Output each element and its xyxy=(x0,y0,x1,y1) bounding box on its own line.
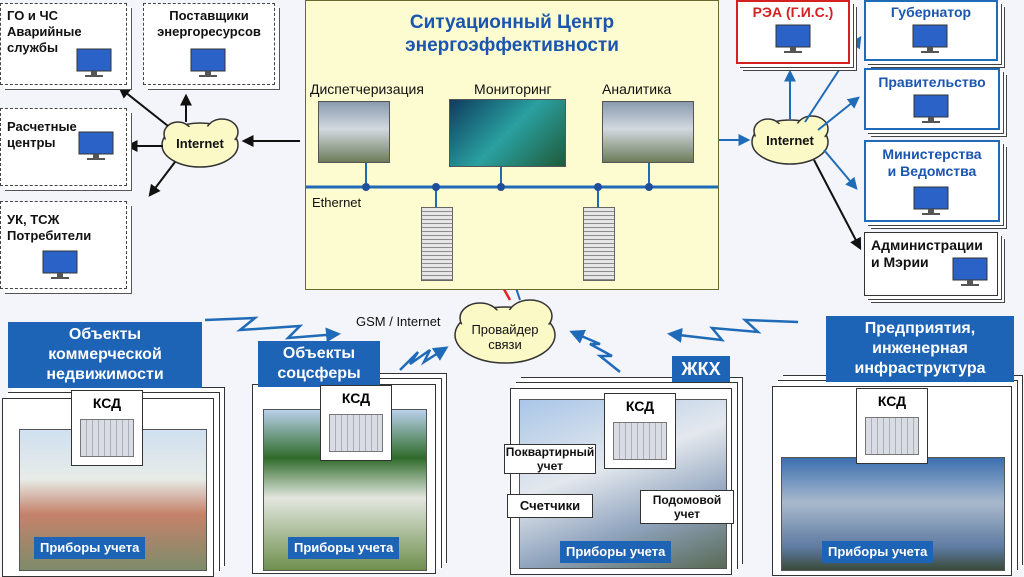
meters-badge: Приборы учета xyxy=(822,541,934,563)
uk-label-1: УК, ТСЖ xyxy=(7,212,60,227)
controller-icon xyxy=(865,417,919,455)
ministries-box: Министерства и Ведомства xyxy=(864,140,1000,222)
ksd-label: КСД xyxy=(92,395,122,411)
provider-label-1: Провайдер xyxy=(471,322,539,337)
enterprise-title-1: Предприятия, xyxy=(864,320,976,337)
monitoring-screen xyxy=(449,99,566,167)
provider-cloud xyxy=(454,299,556,364)
ministries-label-1: Министерства xyxy=(882,146,982,162)
emergency-label-2: службы xyxy=(7,40,59,55)
billing-label-1: Расчетные xyxy=(7,119,77,134)
internet-left-label: Internet xyxy=(176,136,224,151)
label-analytics: Аналитика xyxy=(602,81,672,97)
housing-title: ЖКХ xyxy=(672,356,730,382)
social-title-1: Объекты xyxy=(282,345,356,362)
meters-badge: Приборы учета xyxy=(560,541,672,563)
ksd-device: КСД xyxy=(71,390,143,466)
apartment-label-2: учет xyxy=(536,459,564,473)
ethernet-label: Ethernet xyxy=(312,195,362,210)
dispatch-photo xyxy=(318,101,390,163)
enterprise-title-2: инженерная xyxy=(872,340,968,357)
billing-box: Расчетные центры xyxy=(0,108,127,186)
label-monitoring: Мониторинг xyxy=(474,81,552,97)
gsm-label: GSM / Internet xyxy=(356,314,441,329)
monitor-icon xyxy=(190,48,226,77)
suppliers-label-2: энергоресурсов xyxy=(157,24,261,39)
enterprise-title: Предприятия, инженерная инфраструктура xyxy=(826,316,1014,382)
meters-badge: Приборы учета xyxy=(34,537,146,559)
apartment-label-1: Поквартирный xyxy=(505,445,595,459)
monitor-icon xyxy=(913,94,949,123)
left-cloud-arrows xyxy=(118,86,300,197)
admin-box: Администрации и Мэрии xyxy=(864,232,998,296)
monitor-icon xyxy=(78,131,114,160)
monitor-icon xyxy=(913,186,949,215)
ksd-device: КСД xyxy=(320,385,392,461)
billing-label-2: центры xyxy=(7,135,56,150)
suppliers-label-1: Поставщики xyxy=(169,8,249,23)
internet-right-label: Internet xyxy=(766,133,814,148)
uk-label-2: Потребители xyxy=(7,228,92,243)
gochs-label: ГО и ЧС xyxy=(7,8,59,23)
governor-label: Губернатор xyxy=(890,4,972,20)
ethernet-bus xyxy=(306,163,718,207)
admin-label-1: Администрации xyxy=(871,237,983,253)
internet-cloud-left xyxy=(161,118,239,168)
emergency-label-1: Аварийные xyxy=(7,24,82,39)
ksd-label: КСД xyxy=(341,390,371,406)
government-label: Правительство xyxy=(878,74,986,90)
ksd-label: КСД xyxy=(625,398,655,414)
rea-label: РЭА (Г.И.С.) xyxy=(752,4,834,20)
ministries-label-2: и Ведомства xyxy=(887,163,977,179)
social-title: Объекты соцсферы xyxy=(258,341,380,387)
commercial-title-3: недвижимости xyxy=(46,366,164,383)
government-box: Правительство xyxy=(864,68,1000,130)
monitor-icon xyxy=(42,250,78,279)
right-cloud-arrows xyxy=(718,35,862,190)
enterprise-title-3: инфраструктура xyxy=(854,360,986,377)
governor-box: Губернатор xyxy=(864,0,998,61)
wireless-links xyxy=(204,316,799,373)
monitor-icon xyxy=(775,24,811,53)
suppliers-box: Поставщики энергоресурсов xyxy=(143,3,275,85)
provider-label: Провайдер связи xyxy=(460,322,550,352)
center-title-2: энергоэффективности xyxy=(405,35,619,56)
admin-label-2: и Мэрии xyxy=(871,254,929,270)
situation-center-panel: Ситуационный Центр энергоэффективности Д… xyxy=(305,0,719,290)
commercial-title-2: коммерческой xyxy=(48,346,162,363)
provider-label-2: связи xyxy=(488,337,522,352)
building-metering-tag: Подомовой учет xyxy=(640,490,734,524)
building-label-2: учет xyxy=(673,507,701,521)
monitor-icon xyxy=(912,24,948,53)
admin-arrow xyxy=(813,159,862,251)
apartment-metering-tag: Поквартирный учет xyxy=(504,444,596,474)
uk-box: УК, ТСЖ Потребители xyxy=(0,201,127,289)
commercial-title: Объекты коммерческой недвижимости xyxy=(8,322,202,388)
building-label-1: Подомовой xyxy=(652,493,722,507)
ksd-device: КСД xyxy=(604,393,676,469)
meters-badge: Приборы учета xyxy=(288,537,400,559)
controller-icon xyxy=(613,422,667,460)
monitor-icon xyxy=(952,257,988,286)
server-rack-icon xyxy=(583,207,615,281)
ksd-label: КСД xyxy=(877,393,907,409)
rea-box: РЭА (Г.И.С.) xyxy=(736,0,850,64)
ksd-device: КСД xyxy=(856,388,928,464)
internet-cloud-right xyxy=(751,115,829,165)
monitor-icon xyxy=(76,48,112,77)
analytics-photo xyxy=(602,101,694,163)
commercial-title-1: Объекты xyxy=(68,326,142,343)
label-dispatch: Диспетчеризация xyxy=(310,81,424,97)
controller-icon xyxy=(80,419,134,457)
counters-tag: Счетчики xyxy=(507,494,593,518)
social-title-2: соцсферы xyxy=(277,365,361,382)
controller-icon xyxy=(329,414,383,452)
center-title-1: Ситуационный Центр xyxy=(409,12,615,33)
server-rack-icon xyxy=(421,207,453,281)
gochs-box: ГО и ЧС Аварийные службы xyxy=(0,3,127,85)
meter-red-arrows xyxy=(98,445,892,540)
